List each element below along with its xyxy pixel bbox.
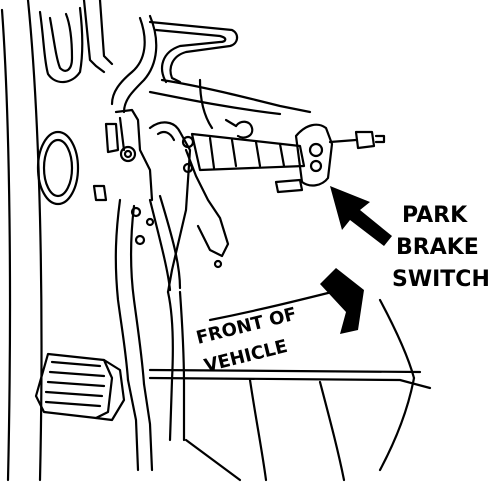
callout-label-line2: BRAKE	[396, 235, 479, 260]
floor-panel	[148, 288, 432, 482]
upper-bracket	[82, 0, 312, 130]
switch-bracket	[190, 118, 386, 194]
callout-arrow	[330, 186, 392, 246]
pedal-assembly	[92, 108, 230, 472]
pedal-pad	[34, 352, 126, 422]
front-direction-arrow	[320, 268, 364, 334]
callout-label-line3: SWITCH	[392, 267, 490, 292]
callout-label-line1: PARK	[402, 203, 468, 228]
